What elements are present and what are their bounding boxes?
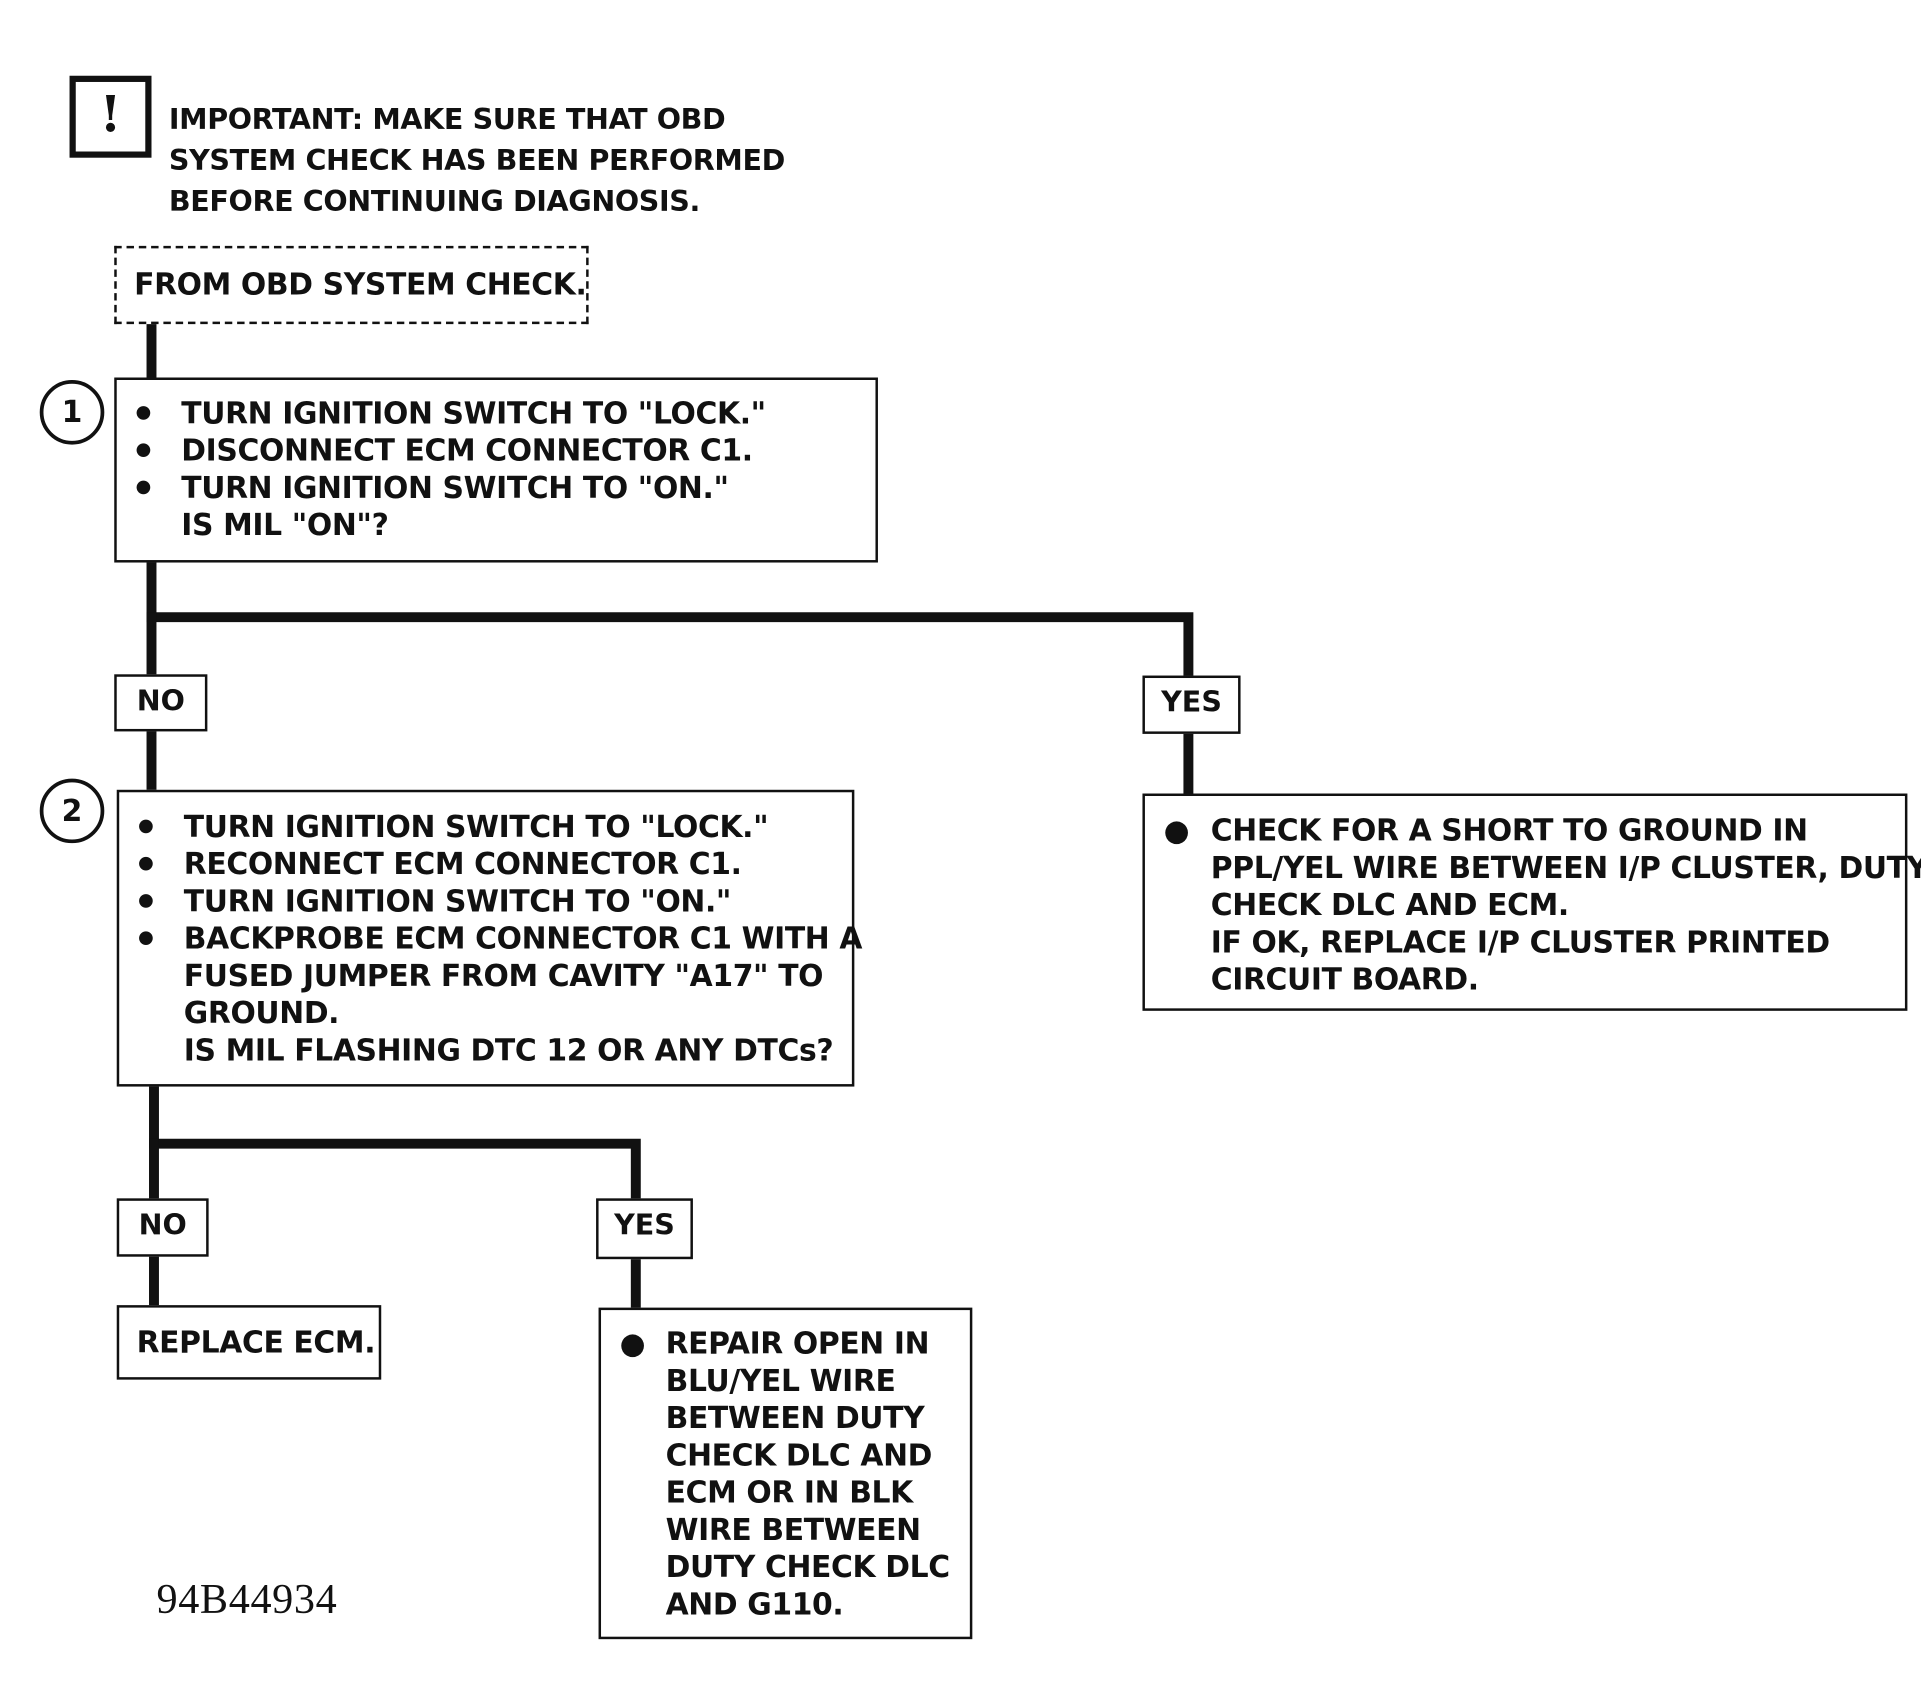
step1-no-label: NO xyxy=(114,674,208,732)
start-text: FROM OBD SYSTEM CHECK. xyxy=(134,266,587,302)
yes2-result-line: BETWEEN DUTY xyxy=(665,1400,925,1436)
step1-bullet: TURN IGNITION SWITCH TO "LOCK." xyxy=(117,395,876,432)
yes2-result-line: DUTY CHECK DLC xyxy=(665,1549,951,1585)
bullet-icon: ● xyxy=(1163,813,1190,849)
connector-step2-branch xyxy=(149,1080,641,1204)
yes2-result-line: BLU/YEL WIRE xyxy=(665,1363,896,1399)
step2-question: IS MIL FLASHING DTC 12 OR ANY DTCs? xyxy=(183,1033,834,1068)
important-line: IMPORTANT: MAKE SURE THAT OBD xyxy=(168,104,726,137)
yes2-result-line: WIRE BETWEEN xyxy=(665,1512,922,1548)
yes1-result-text: ● CHECK FOR A SHORT TO GROUND IN PPL/YEL… xyxy=(1145,812,1921,998)
step1-bullets: TURN IGNITION SWITCH TO "LOCK." DISCONNE… xyxy=(117,395,876,507)
yes2-result-line: ECM OR IN BLK xyxy=(665,1475,914,1511)
step1-number: 1 xyxy=(39,379,105,445)
yes2-result-text: ● REPAIR OPEN IN BLU/YEL WIRE BETWEEN DU… xyxy=(601,1325,970,1623)
step2-bullet-line: GROUND. xyxy=(183,995,340,1031)
yes2-result-line: AND G110. xyxy=(665,1587,844,1622)
no2-result-box: REPLACE ECM. xyxy=(116,1305,382,1380)
yes1-result-box: ● CHECK FOR A SHORT TO GROUND IN PPL/YEL… xyxy=(1142,793,1921,1011)
step1-yes-label: YES xyxy=(1142,675,1241,734)
step1-bullet: DISCONNECT ECM CONNECTOR C1. xyxy=(117,432,876,469)
step2-bullet: TURN IGNITION SWITCH TO "ON." xyxy=(119,883,852,920)
step2-box: TURN IGNITION SWITCH TO "LOCK." RECONNEC… xyxy=(116,789,863,1087)
no2-result-text: REPLACE ECM. xyxy=(136,1325,376,1360)
yes1-result-line: CHECK DLC AND ECM. xyxy=(1210,887,1569,923)
step1-bullet: TURN IGNITION SWITCH TO "ON." xyxy=(117,469,876,506)
yes1-result-line: IF OK, REPLACE I/P CLUSTER PRINTED xyxy=(1210,925,1830,960)
yes2-result-box: ● REPAIR OPEN IN BLU/YEL WIRE BETWEEN DU… xyxy=(598,1307,973,1640)
step2-bullet: TURN IGNITION SWITCH TO "LOCK." xyxy=(119,808,852,845)
yes1-result-line: CIRCUIT BOARD. xyxy=(1210,962,1479,998)
connector-step1-branch xyxy=(146,556,1194,680)
exclamation-icon: ! xyxy=(69,75,152,158)
yes1-result-line: CHECK FOR A SHORT TO GROUND IN xyxy=(1210,813,1808,849)
start-box: FROM OBD SYSTEM CHECK. xyxy=(114,245,589,325)
step2-yes-label: YES xyxy=(596,1198,693,1260)
yes2-result-line: CHECK DLC AND xyxy=(665,1438,933,1473)
step2-number: 2 xyxy=(39,778,105,844)
step2-bullet: RECONNECT ECM CONNECTOR C1. xyxy=(119,846,852,883)
step2-bullet-line: BACKPROBE ECM CONNECTOR C1 WITH A xyxy=(183,921,863,957)
important-line: SYSTEM CHECK HAS BEEN PERFORMED xyxy=(168,145,785,178)
step2-bullet-line: FUSED JUMPER FROM CAVITY "A17" TO xyxy=(183,958,824,994)
step2-bullets: TURN IGNITION SWITCH TO "LOCK." RECONNEC… xyxy=(119,808,863,1032)
step1-box: TURN IGNITION SWITCH TO "LOCK." DISCONNE… xyxy=(114,377,878,563)
important-note: IMPORTANT: MAKE SURE THAT OBD SYSTEM CHE… xyxy=(169,101,785,224)
step2-bullet: BACKPROBE ECM CONNECTOR C1 WITH A FUSED … xyxy=(119,920,863,1032)
yes1-result-line: PPL/YEL WIRE BETWEEN I/P CLUSTER, DUTY xyxy=(1210,850,1921,886)
step1-question: IS MIL "ON"? xyxy=(181,507,389,543)
figure-id: 94B44934 xyxy=(156,1577,338,1624)
important-line: BEFORE CONTINUING DIAGNOSIS. xyxy=(168,186,700,219)
yes2-result-line: REPAIR OPEN IN xyxy=(665,1326,930,1362)
step2-no-label: NO xyxy=(116,1198,209,1257)
bullet-icon: ● xyxy=(619,1326,646,1362)
